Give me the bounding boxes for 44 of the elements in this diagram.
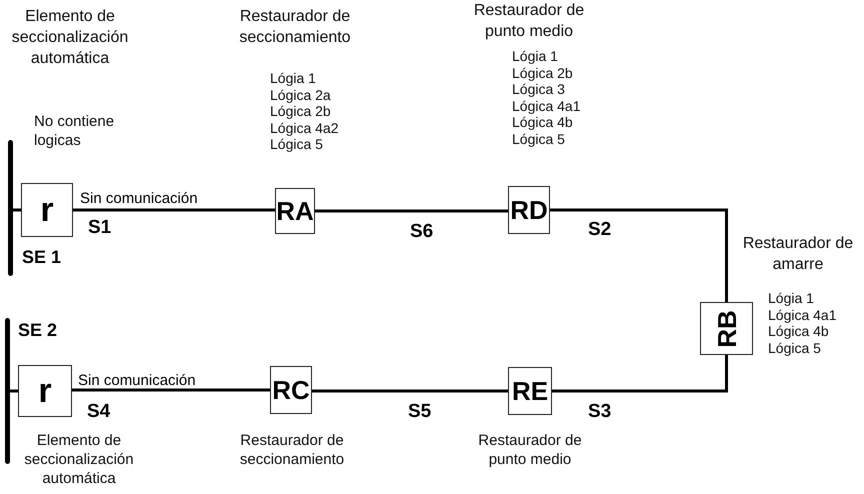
note: No contiene logicas xyxy=(34,112,116,150)
logic-item: Lógica 5 xyxy=(768,340,821,356)
device-caption: Restaurador de punto medio xyxy=(477,431,583,469)
recloser-box: r xyxy=(18,365,72,417)
recloser-box: RE xyxy=(508,367,552,415)
busbar-label: SE 1 xyxy=(22,247,62,268)
line-segment xyxy=(10,390,18,392)
logic-item: Lógica 5 xyxy=(512,131,565,147)
line-segment xyxy=(550,208,728,302)
logic-item: Lógia 1 xyxy=(270,70,316,86)
line-segment xyxy=(312,390,508,392)
logic-item: Lógica 5 xyxy=(270,136,323,152)
recloser-box: RC xyxy=(270,366,312,414)
busbar-label: SE 2 xyxy=(18,320,58,341)
recloser-box: RB xyxy=(700,302,753,355)
logic-item: Lógica 2b xyxy=(270,103,331,120)
logic-item: Lógica 2a xyxy=(270,86,331,103)
logic-item: Lógia 1 xyxy=(512,48,558,64)
busbar xyxy=(5,318,10,464)
logic-item: Lógica 4b xyxy=(768,323,829,340)
recloser-box: RD xyxy=(508,186,550,234)
device-caption: Restaurador de amarre xyxy=(742,234,854,275)
line-segment xyxy=(73,208,275,212)
device-caption: Restaurador de punto medio xyxy=(472,1,586,42)
recloser-box: RA xyxy=(275,188,315,234)
logic-item: Lógica 3 xyxy=(512,81,565,98)
device-caption: Elemento de seccionalización automática xyxy=(10,7,130,69)
logic-item: Lógica 2b xyxy=(512,64,573,81)
logic-item: Lógia 1 xyxy=(768,290,814,306)
logic-item: Lógica 4b xyxy=(512,114,573,130)
logic-item: Lógica 4a1 xyxy=(768,306,837,323)
link-status-label: Sin comunicación xyxy=(80,191,198,206)
logic-item: Lógica 4a1 xyxy=(512,98,581,114)
device-caption: Restaurador de seccionamiento xyxy=(238,7,352,48)
line-segment xyxy=(315,210,508,212)
logic-item: Lógica 4a2 xyxy=(270,120,339,136)
device-caption: Restaurador de seccionamiento xyxy=(238,431,346,469)
line-segment xyxy=(552,355,728,392)
busbar xyxy=(8,140,13,276)
device-caption: Elemento de seccionalización automática xyxy=(23,431,135,488)
line-segment xyxy=(13,208,21,212)
recloser-box: r xyxy=(21,183,73,237)
line-segment xyxy=(72,388,270,392)
link-status-label: Sin comunicación xyxy=(78,373,196,388)
